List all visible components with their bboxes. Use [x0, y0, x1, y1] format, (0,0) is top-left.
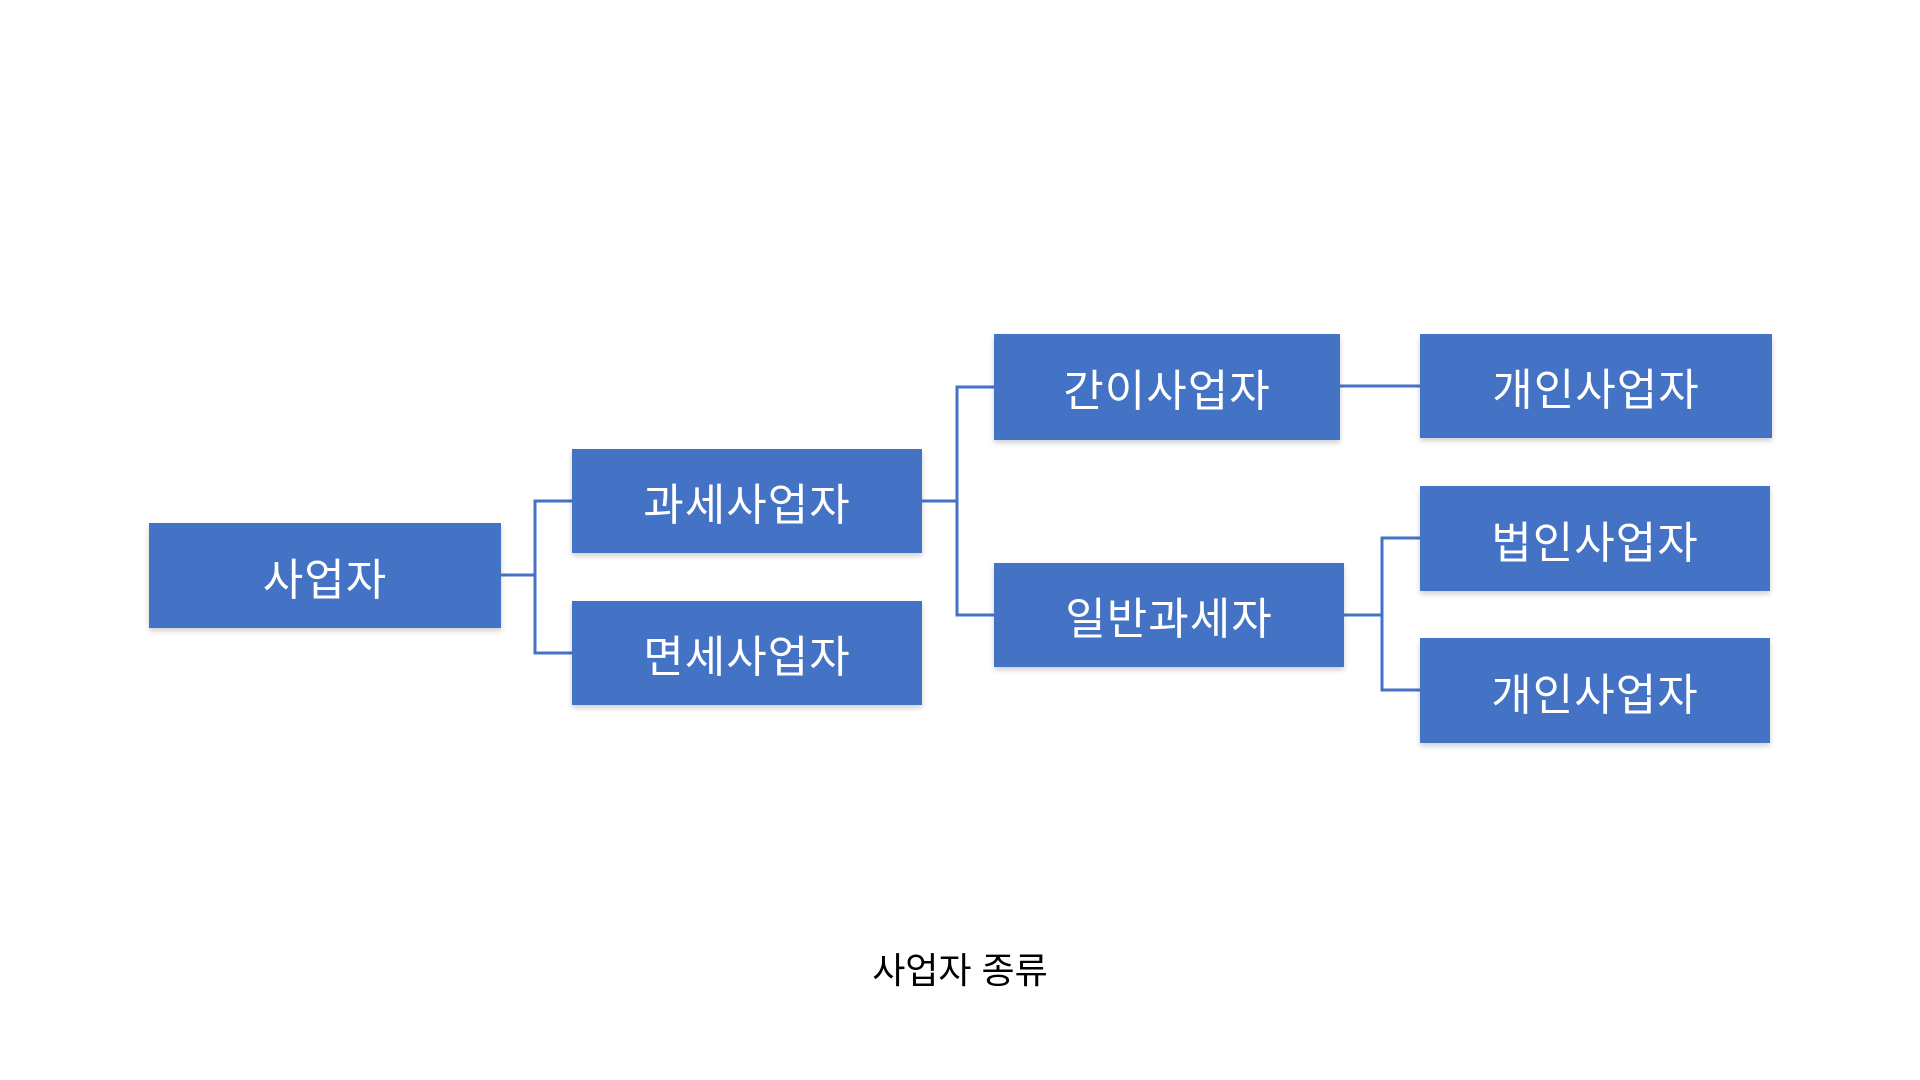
- connector-edge: [533, 499, 572, 655]
- node-individual-business-1: 개인사업자: [1420, 334, 1772, 438]
- node-label: 사업자: [262, 555, 388, 605]
- node-label: 개인사업자: [1492, 366, 1700, 415]
- connector-edge: [955, 385, 994, 617]
- node-label: 면세사업자: [643, 633, 851, 682]
- node-tax-exempt-business: 면세사업자: [572, 601, 922, 705]
- diagram-caption: 사업자 종류: [872, 950, 1048, 991]
- node-label: 법인사업자: [1491, 518, 1699, 568]
- node-label: 개인사업자: [1491, 670, 1699, 720]
- node-individual-business-2: 개인사업자: [1420, 638, 1770, 743]
- node-corporate-business: 법인사업자: [1420, 486, 1770, 591]
- node-business-operator: 사업자: [149, 523, 501, 628]
- node-simplified-taxpayer: 간이사업자: [994, 334, 1340, 440]
- connector-edge: [1380, 536, 1420, 692]
- node-taxable-business: 과세사업자: [572, 449, 922, 553]
- node-label: 일반과세자: [1065, 595, 1273, 644]
- node-label: 간이사업자: [1063, 367, 1271, 416]
- node-label: 과세사업자: [643, 481, 851, 530]
- node-general-taxpayer: 일반과세자: [994, 563, 1344, 667]
